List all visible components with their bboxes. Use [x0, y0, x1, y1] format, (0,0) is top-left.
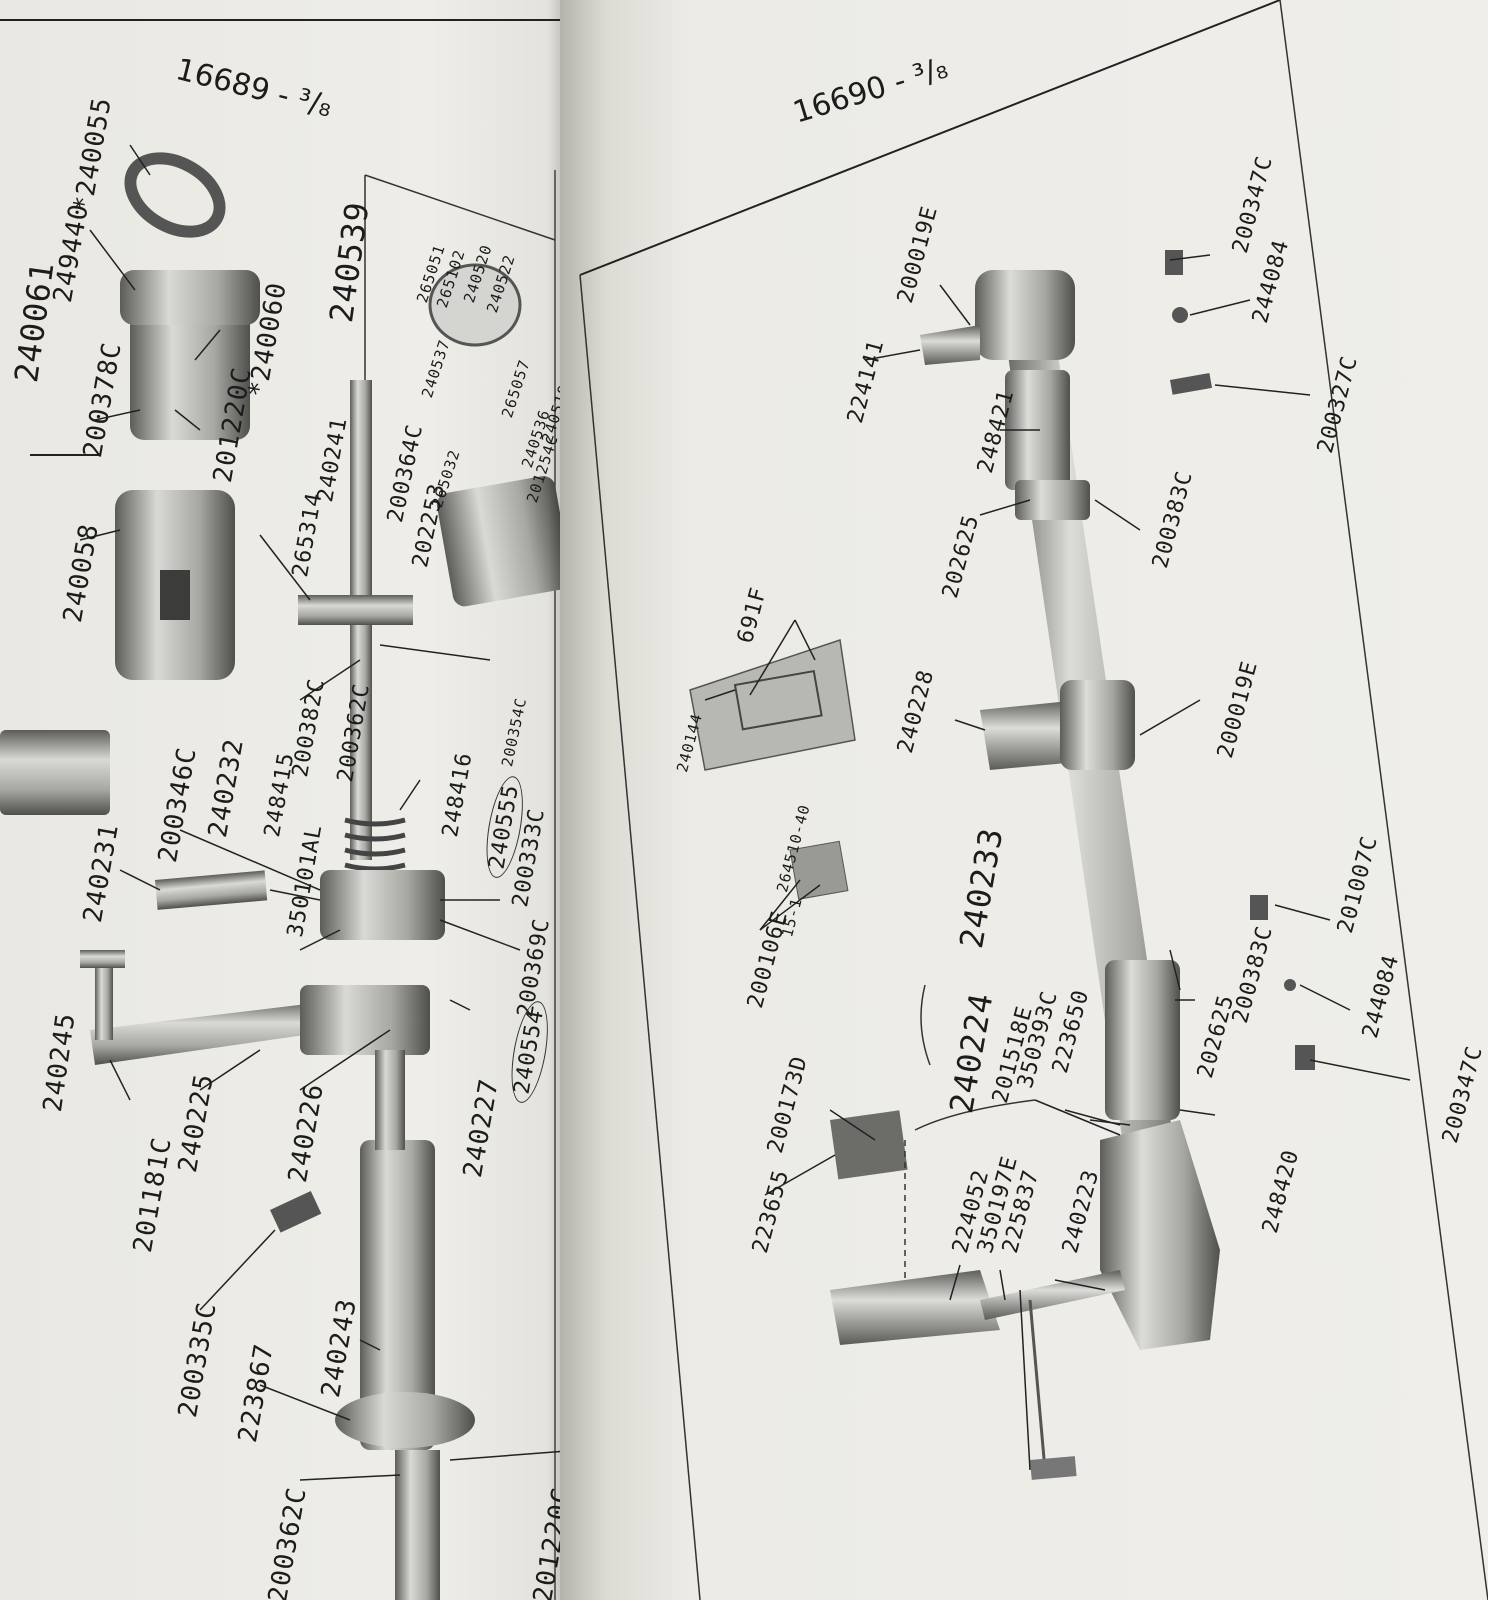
- drum-image: [436, 476, 572, 607]
- right-page-illustration: [579, 0, 1488, 1600]
- left-page-illustration: [0, 19, 720, 1600]
- helical-gear-image: [335, 1392, 475, 1448]
- lower-shaft-image: [360, 1140, 435, 1450]
- throat-plate-image: [689, 639, 856, 771]
- right-leader-lines: [704, 254, 1411, 1471]
- right-page-frame-top: [579, 0, 1281, 276]
- spring-image: [344, 817, 406, 872]
- crank-arm-image: [90, 1000, 340, 1065]
- leader-lines: [79, 144, 581, 1481]
- collar-image: [320, 870, 445, 940]
- block-image: [0, 730, 110, 815]
- bracket-image: [1100, 1120, 1220, 1350]
- ring-bearing-image: [124, 152, 226, 238]
- feed-dog-holder-image: [830, 1270, 1000, 1345]
